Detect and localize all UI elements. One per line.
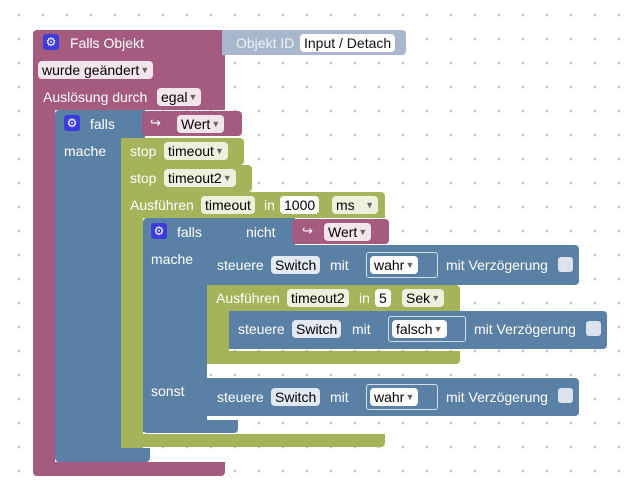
trigger-by-label: Auslösung durch [43, 89, 148, 105]
timeout-2-delay-field[interactable]: 5 [375, 289, 391, 307]
stop-1-timer-dropdown[interactable]: timeout ▼ [164, 142, 228, 160]
control-2-value-dropdown[interactable]: falsch ▼ [392, 320, 447, 338]
chevron-down-icon: ▼ [215, 146, 224, 156]
control-3-target-field[interactable]: Switch [271, 388, 321, 406]
control-3-value-dropdown[interactable]: wahr ▼ [370, 388, 419, 406]
variable-wert-1-value: Wert [181, 116, 211, 132]
control-2-value: falsch [396, 321, 433, 337]
variable-wert-2-dropdown[interactable]: Wert ▼ [324, 223, 372, 241]
control-3-value-socket [366, 384, 438, 410]
if-block-2-spine [143, 244, 207, 432]
timeout-2-name-field[interactable]: timeout2 [287, 289, 349, 307]
timeout-1-delay-field[interactable]: 1000 [280, 196, 320, 214]
chevron-down-icon: ▼ [405, 260, 415, 270]
trigger-dropdown[interactable]: wurde geändert ▼ [38, 61, 154, 79]
trigger-by-value: egal [161, 89, 188, 105]
control-1-with-label: mit [330, 257, 349, 273]
variable-wert-1-dropdown[interactable]: Wert ▼ [177, 115, 225, 133]
stop-2-label: stop [130, 170, 157, 186]
timeout-block-1-spine [121, 216, 143, 448]
chevron-down-icon: ▼ [433, 324, 443, 334]
chevron-down-icon: ▼ [188, 92, 198, 102]
if-1-do-label: mache [64, 143, 107, 159]
if-2-do-label: mache [151, 251, 194, 267]
timeout-1-name-field[interactable]: timeout [201, 196, 255, 214]
event-block-spine [33, 105, 55, 465]
chevron-down-icon: ▼ [405, 392, 415, 402]
trigger-dropdown-value: wurde geändert [42, 62, 140, 78]
control-3-with-label: mit [330, 389, 349, 405]
control-3-delay-checkbox[interactable] [558, 388, 573, 403]
control-1-value-socket [366, 252, 438, 278]
timeout-1-label: Ausführen [130, 197, 194, 213]
if-1-label: falls [90, 116, 115, 132]
stop-2-timer-dropdown[interactable]: timeout2 ▼ [164, 169, 236, 187]
gear-icon[interactable]: ⚙ [64, 115, 80, 131]
control-3-value: wahr [374, 389, 405, 405]
control-1-value: wahr [374, 257, 405, 273]
gear-icon[interactable]: ⚙ [151, 223, 167, 239]
stop-2-timer-value: timeout2 [168, 170, 222, 186]
control-1-delay-checkbox[interactable] [558, 257, 573, 272]
control-3-label: steuere [217, 389, 264, 405]
object-id-value-field[interactable]: Input / Detach [300, 34, 396, 52]
control-1-label: steuere [217, 257, 264, 273]
control-2-delay-checkbox[interactable] [586, 321, 601, 336]
timeout-1-unit-value: ms [336, 197, 355, 213]
stop-1-label: stop [130, 143, 157, 159]
if-2-else-label: sonst [151, 383, 185, 399]
if-block-1-footer [55, 448, 150, 462]
variable-wert-2-value: Wert [328, 224, 358, 240]
chevron-down-icon: ▼ [431, 293, 441, 303]
control-1-value-dropdown[interactable]: wahr ▼ [370, 256, 419, 274]
timeout-block-2-footer [207, 351, 460, 364]
stop-1-timer-value: timeout [168, 143, 214, 159]
object-id-label: Objekt ID [236, 35, 295, 51]
timeout-2-label: Ausführen [216, 290, 280, 306]
chevron-down-icon: ▼ [140, 65, 150, 75]
chevron-down-icon: ▼ [211, 119, 221, 129]
timeout-2-unit-value: Sek [406, 290, 431, 306]
control-2-delay-label: mit Verzögerung [474, 321, 576, 337]
if-block-1-spine [55, 136, 121, 456]
chevron-down-icon: ▼ [358, 227, 368, 237]
control-3-delay-label: mit Verzögerung [446, 389, 548, 405]
chevron-down-icon: ▼ [222, 173, 232, 183]
control-2-target-field[interactable]: Switch [292, 320, 342, 338]
control-1-target-field[interactable]: Switch [271, 256, 321, 274]
event-block-footer [33, 462, 225, 476]
if-block-2-footer [143, 420, 238, 433]
timeout-2-unit-dropdown[interactable]: Sek ▼ [402, 289, 445, 307]
return-arrow-icon: ↪ [302, 223, 313, 238]
timeout-block-1-footer [121, 434, 385, 447]
control-1-delay-label: mit Verzögerung [446, 257, 548, 273]
timeout-1-in-label: in [264, 197, 275, 213]
event-title: Falls Objekt [70, 35, 144, 51]
return-arrow-icon: ↪ [150, 115, 161, 130]
gear-icon[interactable]: ⚙ [43, 34, 59, 50]
timeout-block-2-spine [207, 309, 229, 364]
not-block[interactable] [232, 220, 296, 244]
control-2-value-socket [388, 316, 466, 342]
not-label: nicht [246, 224, 276, 240]
control-2-with-label: mit [352, 321, 371, 337]
timeout-2-in-label: in [359, 290, 370, 306]
trigger-by-dropdown[interactable]: egal ▼ [157, 88, 202, 106]
chevron-down-icon: ▼ [365, 200, 374, 210]
timeout-1-unit-dropdown[interactable]: ms ▼ [332, 196, 378, 214]
control-2-label: steuere [238, 321, 285, 337]
if-2-label: falls [177, 224, 202, 240]
